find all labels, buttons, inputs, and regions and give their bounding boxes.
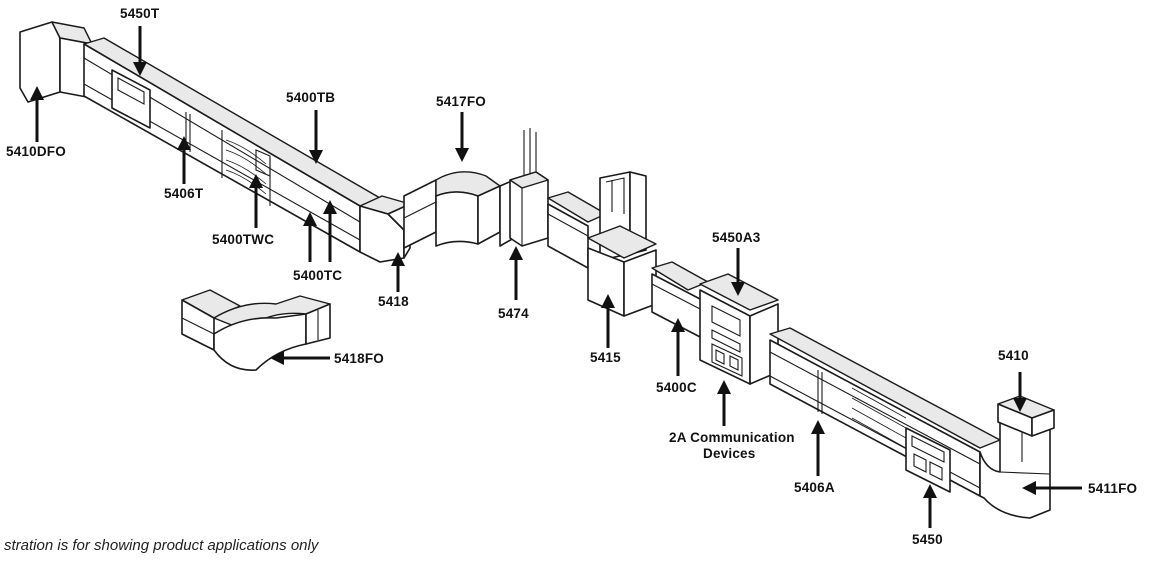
raceway-mid	[547, 191, 607, 269]
connector-5474	[509, 128, 549, 247]
label-5474: 5474	[498, 306, 529, 321]
label-5417fo: 5417FO	[436, 94, 486, 109]
labels: 5450T 5410DFO 5406T 5400TWC 5400TB 5400T…	[6, 6, 1137, 547]
raceway-right	[769, 327, 1001, 497]
label-5410dfo: 5410DFO	[6, 144, 66, 159]
label-5450: 5450	[912, 532, 943, 547]
label-5400tc: 5400TC	[293, 268, 342, 283]
label-5411fo: 5411FO	[1088, 481, 1137, 496]
label-5400twc: 5400TWC	[212, 232, 274, 247]
label-5418: 5418	[378, 294, 409, 309]
label-5415: 5415	[590, 350, 621, 365]
arrows	[30, 26, 1082, 528]
corner-5418	[359, 195, 411, 263]
elbow-5417fo	[403, 171, 515, 249]
label-5400c: 5400C	[656, 380, 697, 395]
label-5450a3: 5450A3	[712, 230, 761, 245]
label-5400tb: 5400TB	[286, 90, 335, 105]
end-cap-5410	[997, 395, 1055, 437]
end-cap-5410dfo	[19, 21, 93, 103]
label-5410: 5410	[998, 348, 1029, 363]
tee-5415	[587, 171, 657, 317]
disclaimer-text: stration is for showing product applicat…	[4, 537, 319, 554]
label-5418fo: 5418FO	[334, 351, 384, 366]
label-comm-line2: Devices	[703, 446, 755, 461]
elbow-5418fo	[181, 289, 331, 371]
label-5406a: 5406A	[794, 480, 835, 495]
raceway-left	[83, 37, 381, 253]
label-5450t: 5450T	[120, 6, 160, 21]
label-comm-line1: 2A Communication	[669, 430, 795, 445]
label-5406t: 5406T	[164, 186, 204, 201]
